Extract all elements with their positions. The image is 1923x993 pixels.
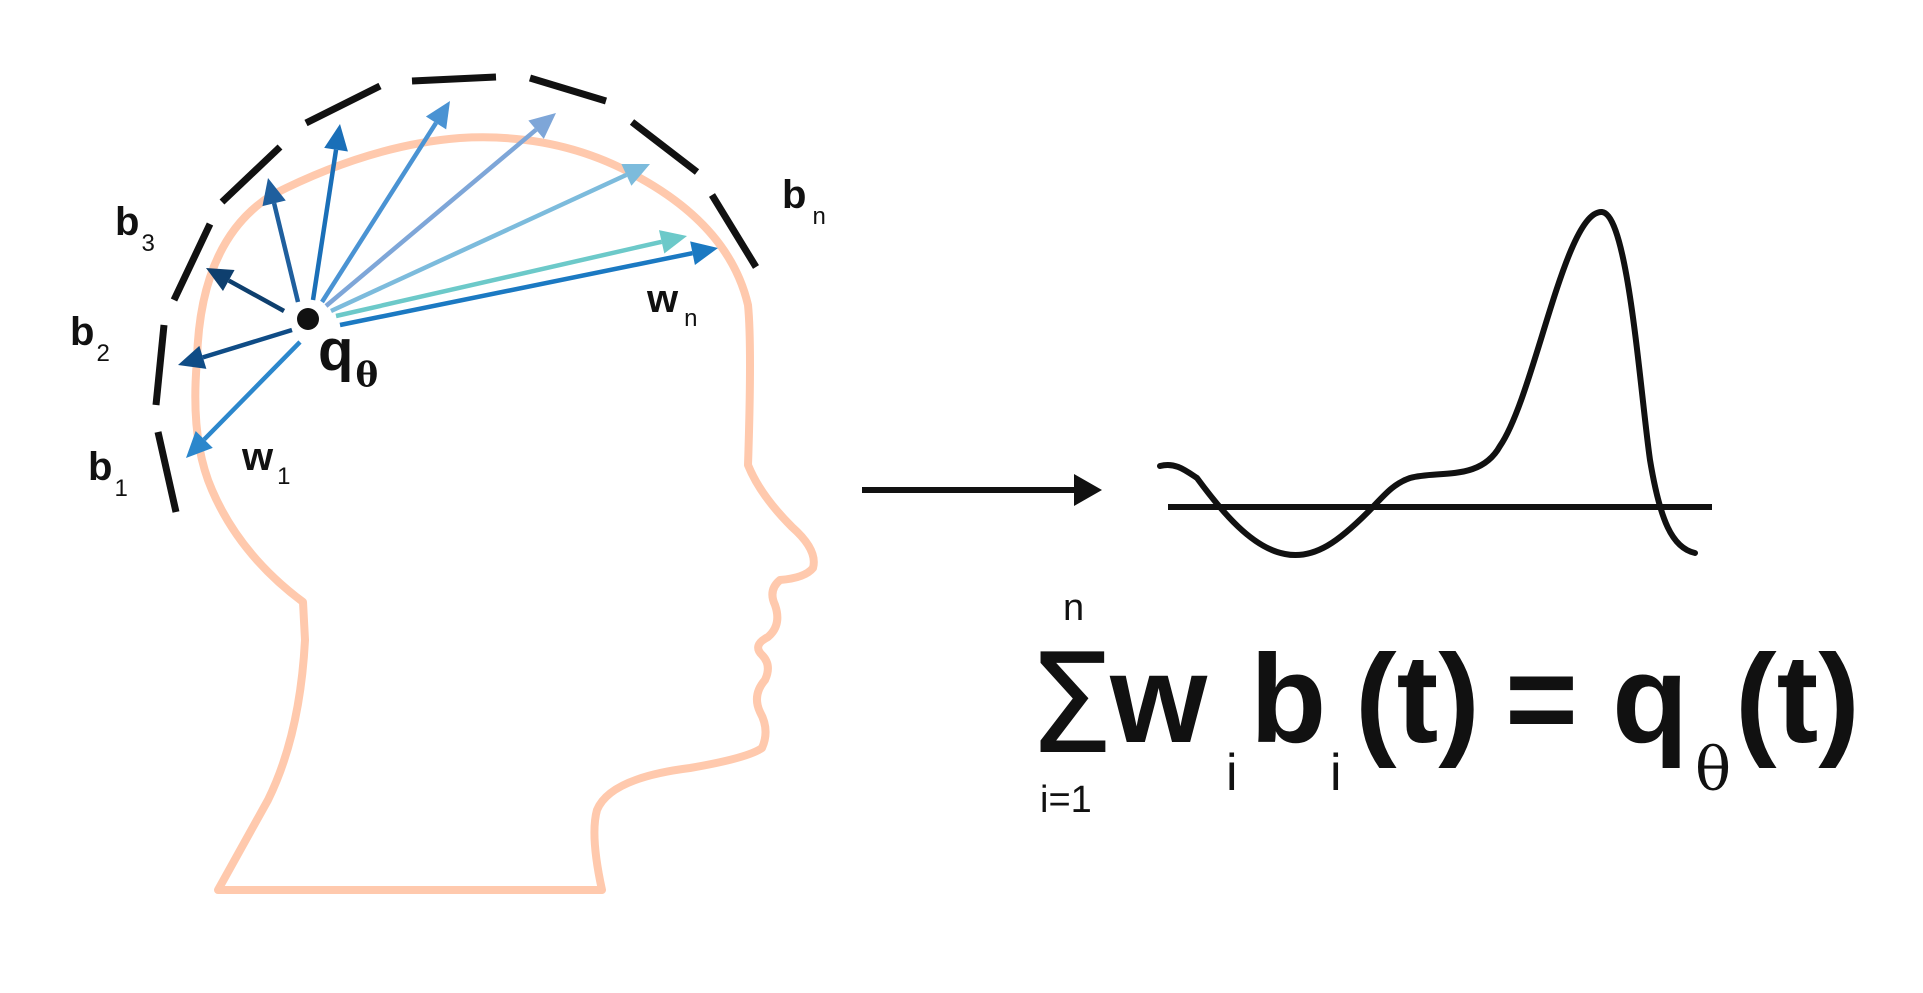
equation: n Σ i=1 w i b i (t) = q θ (t) [1027, 587, 1860, 821]
weight-arrow-head-6 [425, 101, 450, 130]
basis-segment-bn [709, 193, 759, 269]
weight-arrow-2 [202, 327, 293, 360]
weight-arrow-head-10 [690, 241, 718, 265]
basis-segment-b3 [170, 222, 214, 302]
equation-b: b [1250, 630, 1326, 769]
weight-arrow-9 [335, 239, 663, 319]
basis-segments [152, 73, 759, 513]
weight-arrow-head-5 [324, 124, 348, 152]
equation-w-sub: i [1226, 744, 1238, 802]
weight-arrow-4 [271, 202, 301, 303]
weight-arrow-6 [320, 121, 438, 304]
equation-q-sub: θ [1695, 735, 1731, 805]
equation-sigma: Σ [1027, 624, 1114, 785]
weight-arrow-10 [339, 250, 693, 328]
basis-segment-b2 [152, 324, 168, 406]
basis-segment-7 [528, 74, 608, 105]
weight-arrow-head-3 [206, 268, 235, 292]
label-b3: b3 [115, 200, 155, 257]
weight-arrow-head-7 [528, 113, 556, 139]
label-b1: b1 [88, 445, 128, 502]
basis-segment-5 [304, 82, 382, 127]
equation-q: q [1612, 630, 1688, 769]
weight-arrow-8 [330, 172, 628, 314]
weight-arrow-head-4 [262, 178, 286, 207]
weight-arrow-7 [324, 127, 538, 308]
weight-arrow-3 [227, 278, 286, 313]
weight-arrow-head-9 [658, 230, 687, 254]
weight-arrow-head-1 [186, 431, 213, 458]
equation-lhs-arg: (t) [1355, 630, 1480, 769]
weight-arrows [178, 101, 718, 458]
basis-segment-6 [411, 73, 497, 85]
basis-segment-b1 [154, 431, 180, 513]
label-q-theta: qθ [318, 318, 378, 395]
equation-w: w [1109, 630, 1208, 769]
weight-arrow-head-8 [621, 163, 650, 186]
equation-upper-limit: n [1063, 587, 1084, 629]
equation-equals: = [1505, 630, 1578, 769]
head-outline [191, 133, 818, 894]
weight-arrow-5 [310, 149, 339, 301]
basis-segment-8 [629, 119, 700, 175]
label-b2: b2 [70, 310, 110, 367]
q-theta-point [297, 308, 319, 330]
mapping-arrow-head [1074, 474, 1102, 506]
equation-lower-limit: i=1 [1040, 779, 1092, 821]
weight-arrow-1 [202, 340, 302, 442]
equation-b-sub: i [1330, 744, 1342, 802]
basis-segment-4 [219, 144, 283, 205]
signal-curve [1157, 208, 1698, 559]
weight-arrow-head-2 [178, 345, 207, 369]
equation-rhs-arg: (t) [1735, 630, 1860, 769]
